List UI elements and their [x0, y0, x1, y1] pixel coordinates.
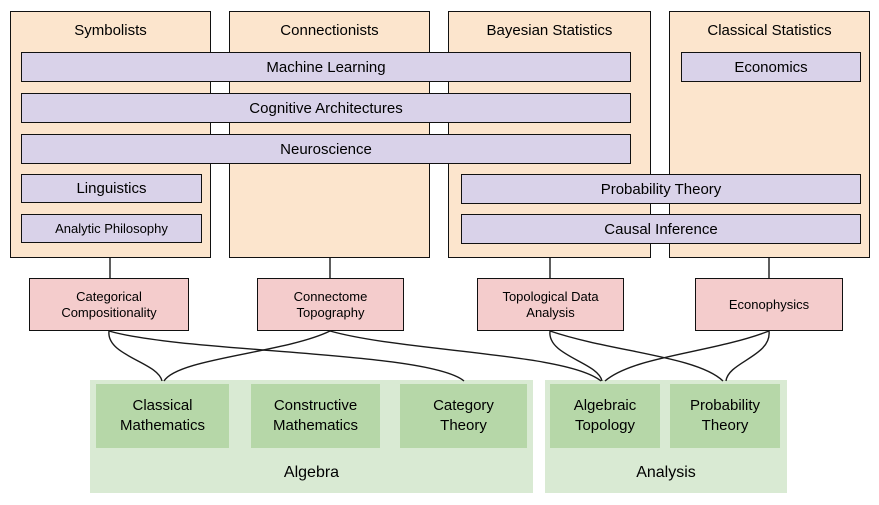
field-bar-cognitive-architectures: Cognitive Architectures	[21, 93, 631, 123]
curve-connectome-topography-to-algebraic-topology	[329, 330, 602, 382]
field-bar-neuroscience: Neuroscience	[21, 134, 631, 164]
bridge-econophysics-label: Econophysics	[728, 296, 810, 312]
field-bar-neuroscience-label: Neuroscience	[280, 140, 372, 158]
field-bar-analytic-philosophy-label: Analytic Philosophy	[55, 221, 168, 236]
field-bar-machine-learning: Machine Learning	[21, 52, 631, 82]
curve-categorical-compositionality-to-category-theory	[108, 330, 465, 382]
bridge-connectome-topography: Connectome Topography	[257, 278, 404, 331]
group-connectionists-label: Connectionists	[280, 22, 379, 39]
bridge-topological-data-analysis: Topological Data Analysis	[477, 278, 624, 331]
field-bar-causal-inference: Causal Inference	[461, 214, 861, 244]
math-constructive-mathematics-label: Constructive Mathematics	[272, 397, 359, 434]
math-algebraic-topology-label: Algebraic Topology	[573, 397, 637, 434]
math-probability-theory: Probability Theory	[670, 384, 780, 448]
field-bar-analytic-philosophy: Analytic Philosophy	[21, 214, 202, 243]
math-category-theory: Category Theory	[400, 384, 527, 448]
field-bar-economics: Economics	[681, 52, 861, 82]
bridge-econophysics: Econophysics	[695, 278, 843, 331]
math-category-theory-label: Category Theory	[433, 397, 494, 434]
section-algebra-label: Algebra	[283, 464, 340, 481]
field-bar-economics-label: Economics	[734, 58, 808, 76]
bridge-topological-data-analysis-label: Topological Data Analysis	[502, 288, 599, 320]
field-bar-causal-inference-label: Causal Inference	[604, 220, 718, 238]
curve-econophysics-to-probability-theory	[725, 330, 770, 382]
group-symbolists-label: Symbolists	[74, 22, 147, 39]
curve-categorical-compositionality-to-classical-mathematics	[108, 330, 163, 382]
field-bar-cognitive-architectures-label: Cognitive Architectures	[249, 99, 403, 117]
bridge-connectome-topography-label: Connectome Topography	[293, 288, 368, 320]
curve-topological-data-analysis-to-probability-theory	[549, 330, 724, 382]
field-bar-linguistics-label: Linguistics	[76, 180, 147, 197]
curve-econophysics-to-algebraic-topology	[604, 330, 770, 382]
field-bar-linguistics: Linguistics	[21, 174, 202, 203]
math-algebraic-topology: Algebraic Topology	[550, 384, 660, 448]
bridge-categorical-compositionality-label: Categorical Compositionality	[61, 288, 157, 320]
math-classical-mathematics-label: Classical Mathematics	[119, 397, 206, 434]
math-constructive-mathematics: Constructive Mathematics	[251, 384, 380, 448]
curve-topological-data-analysis-to-algebraic-topology	[549, 330, 603, 382]
curve-connectome-topography-to-classical-mathematics	[163, 330, 331, 382]
bridge-categorical-compositionality: Categorical Compositionality	[29, 278, 189, 331]
section-analysis-label: Analysis	[636, 464, 696, 481]
math-probability-theory-label: Probability Theory	[689, 397, 761, 434]
group-bayesian-statistics-label: Bayesian Statistics	[486, 22, 613, 39]
math-classical-mathematics: Classical Mathematics	[96, 384, 229, 448]
field-bar-machine-learning-label: Machine Learning	[266, 58, 386, 76]
field-bar-probability-theory: Probability Theory	[461, 174, 861, 204]
field-bar-probability-theory-label: Probability Theory	[600, 180, 722, 198]
group-classical-statistics-label: Classical Statistics	[707, 22, 832, 39]
